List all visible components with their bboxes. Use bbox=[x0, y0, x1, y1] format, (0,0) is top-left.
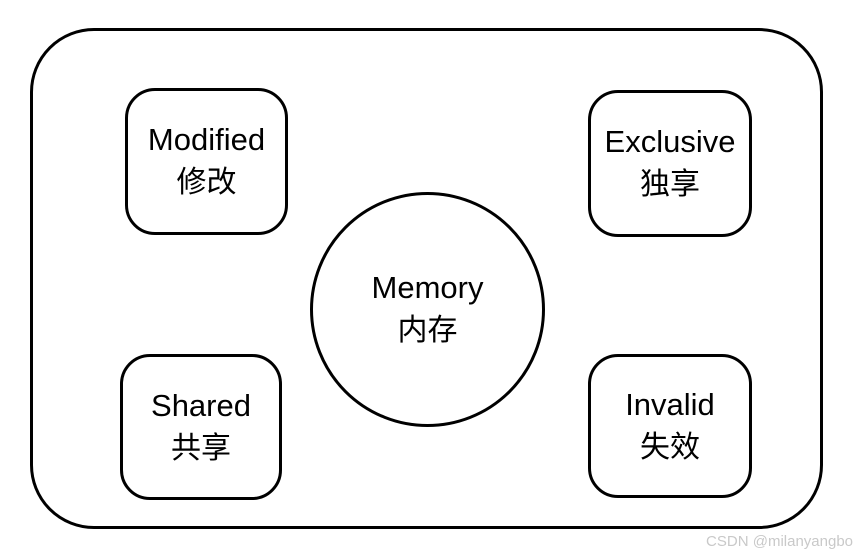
node-shared-label-zh: 共享 bbox=[171, 431, 231, 465]
node-modified-label-en: Modified bbox=[147, 122, 266, 158]
node-invalid-label-zh: 失效 bbox=[640, 430, 700, 464]
node-exclusive: Exclusive 独享 bbox=[588, 90, 752, 237]
watermark-text: CSDN @milanyangbo bbox=[706, 533, 853, 550]
node-modified: Modified 修改 bbox=[125, 88, 288, 235]
node-exclusive-label-zh: 独享 bbox=[640, 168, 700, 202]
node-exclusive-label-en: Exclusive bbox=[604, 124, 736, 160]
node-invalid: Invalid 失效 bbox=[588, 354, 752, 498]
node-memory: Memory 内存 bbox=[310, 192, 545, 427]
node-memory-label-en: Memory bbox=[371, 270, 484, 306]
node-shared-label-en: Shared bbox=[151, 387, 251, 423]
node-memory-label-zh: 内存 bbox=[397, 314, 458, 348]
node-modified-label-zh: 修改 bbox=[176, 166, 237, 200]
node-invalid-label-en: Invalid bbox=[625, 386, 715, 422]
node-shared: Shared 共享 bbox=[120, 354, 282, 500]
